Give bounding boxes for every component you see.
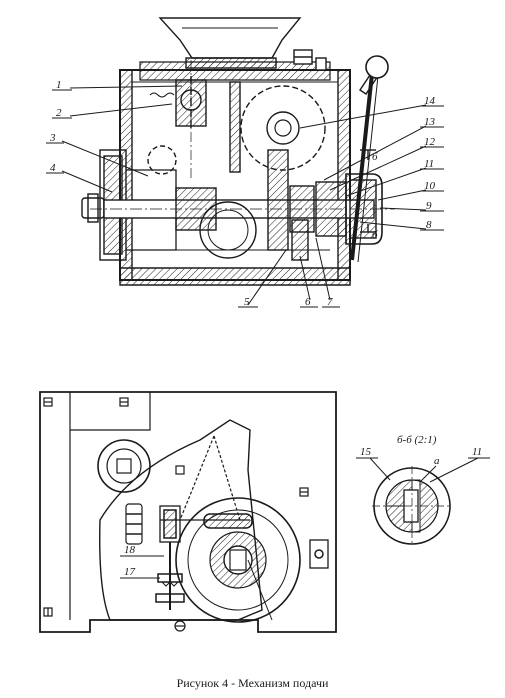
label-a: а: [434, 455, 440, 467]
label-2: 2: [56, 107, 62, 119]
label-11-detail: 11: [472, 446, 482, 458]
bottom-front-view: [39, 391, 337, 633]
label-15: 15: [360, 446, 372, 458]
label-7: 7: [327, 296, 333, 308]
label-4: 4: [50, 162, 56, 174]
detail-section-view: [356, 457, 490, 546]
label-17: 17: [124, 566, 136, 578]
label-8: 8: [426, 219, 432, 231]
label-12: 12: [424, 136, 436, 148]
frame-bolts: [43, 397, 309, 632]
label-5: 5: [244, 296, 250, 308]
bottom-labels: 18 17: [124, 544, 136, 578]
label-13: 13: [424, 116, 436, 128]
section-mark-lower: б: [372, 229, 378, 241]
detail-labels: б-б (2:1) 15 11 а: [360, 434, 482, 467]
label-3: 3: [49, 132, 56, 144]
top-labels: 1 2 3 4 5 6 7 8 9 10 11 12 13 14 б б: [49, 79, 436, 308]
label-11: 11: [424, 158, 434, 170]
bottom-leader-lines: [120, 555, 164, 579]
label-18: 18: [124, 544, 136, 556]
label-14: 14: [424, 95, 436, 107]
detail-title: б-б (2:1): [397, 434, 437, 446]
figure-caption: Рисунок 4 - Механизм подачи: [176, 676, 329, 690]
label-9: 9: [426, 200, 432, 212]
top-leader-lines: [46, 85, 444, 308]
top-section-view: [81, 17, 395, 286]
label-10: 10: [424, 180, 436, 192]
label-6: 6: [305, 296, 311, 308]
section-mark-upper: б: [372, 151, 378, 163]
label-1: 1: [56, 79, 62, 91]
